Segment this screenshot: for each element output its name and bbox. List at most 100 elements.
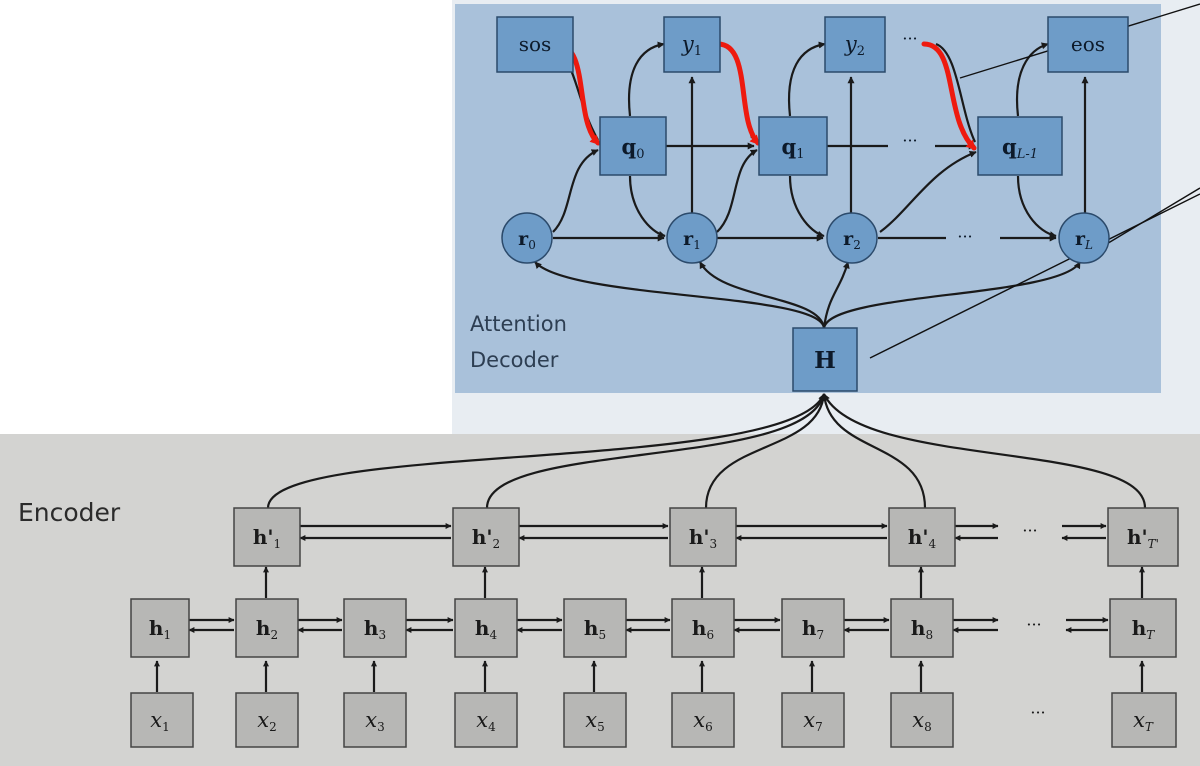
svg-text:x4: x4 [476, 708, 496, 734]
h-8-subscript: 8 [925, 628, 933, 642]
encoder-ellipsis-x: ··· [1030, 703, 1045, 722]
h-3-node: h3 [343, 598, 407, 658]
h-5-subscript: 5 [598, 628, 606, 642]
qL-1-node: qL-1 [977, 116, 1063, 176]
svg-text:r2: r2 [843, 228, 861, 252]
h-2-subscript: 2 [270, 628, 278, 642]
svg-text:hT: hT [1132, 616, 1156, 642]
y2-node: y2 [824, 16, 886, 73]
q0-label: q [622, 134, 637, 159]
h-T-node: hT [1109, 598, 1177, 658]
y2-subscript: 2 [857, 44, 865, 59]
hprime-3-label: h' [689, 525, 710, 549]
h-5-label: h [584, 616, 599, 640]
h-6-label: h [692, 616, 707, 640]
x-7-node: x7 [781, 692, 845, 748]
r2-label: r [843, 228, 854, 250]
h-4-label: h [475, 616, 490, 640]
x-T-node: xT [1111, 692, 1177, 748]
h-6-subscript: 6 [706, 628, 714, 642]
h-2-label: h [256, 616, 271, 640]
encoder-ellipsis-h: ··· [1026, 615, 1041, 634]
x-8-label: x [912, 708, 924, 732]
qL-1-subscript: L-1 [1016, 147, 1038, 162]
hprime-1-subscript: 1 [274, 537, 282, 551]
svg-text:h'4: h'4 [908, 525, 937, 551]
decoder-ellipsis-r: ··· [957, 227, 972, 246]
svg-text:h7: h7 [802, 616, 824, 642]
h-3-label: h [364, 616, 379, 640]
h-7-label: h [802, 616, 817, 640]
h-5-node: h5 [563, 598, 627, 658]
x-4-node: x4 [454, 692, 518, 748]
qL-1-label: q [1002, 134, 1017, 159]
h-7-subscript: 7 [816, 628, 824, 642]
h-T-label: h [1132, 616, 1147, 640]
r0-node: r0 [501, 212, 553, 264]
svg-text:h6: h6 [692, 616, 714, 642]
eos-node: eos [1047, 16, 1129, 73]
decoder-label-line1: Attention [470, 312, 567, 336]
x-6-node: x6 [671, 692, 735, 748]
svg-text:x3: x3 [365, 708, 384, 734]
eos-label: eos [1071, 32, 1105, 56]
x-8-subscript: 8 [924, 720, 932, 734]
hprime-1-label: h' [253, 525, 274, 549]
q0-subscript: 0 [636, 147, 644, 162]
x-4-subscript: 4 [488, 720, 496, 734]
svg-text:x1: x1 [150, 708, 169, 734]
sos-label: sos [519, 32, 552, 56]
y1-node: y1 [663, 16, 721, 73]
x-5-subscript: 5 [597, 720, 605, 734]
h-2-node: h2 [235, 598, 299, 658]
x-5-node: x5 [563, 692, 627, 748]
svg-text:q1: q1 [782, 134, 805, 162]
hprime-1-node: h'1 [233, 507, 301, 567]
q1-label: q [782, 134, 797, 159]
h-8-node: h8 [890, 598, 954, 658]
r0-subscript: 0 [528, 238, 536, 252]
x-4-label: x [476, 708, 488, 732]
svg-text:x8: x8 [912, 708, 931, 734]
x-8-node: x8 [890, 692, 954, 748]
svg-text:y2: y2 [844, 32, 865, 59]
r2-node: r2 [826, 212, 878, 264]
svg-text:h2: h2 [256, 616, 278, 642]
hprime-2-subscript: 2 [493, 537, 501, 551]
svg-text:h'2: h'2 [472, 525, 500, 551]
decoder-ellipsis-y: ··· [902, 29, 917, 48]
encoder-ellipsis-hprime: ··· [1022, 521, 1037, 540]
svg-text:y1: y1 [681, 32, 702, 59]
r1-node: r1 [666, 212, 718, 264]
svg-text:r0: r0 [518, 228, 536, 252]
svg-text:h5: h5 [584, 616, 606, 642]
x-2-label: x [257, 708, 269, 732]
x-T-label: x [1133, 708, 1145, 732]
H-label: H [814, 347, 836, 374]
hprime-4-subscript: 4 [929, 537, 937, 551]
h-8-label: h [911, 616, 926, 640]
hprime-T-subscript: T' [1148, 537, 1159, 551]
svg-text:h'T': h'T' [1127, 525, 1159, 551]
svg-text:h3: h3 [364, 616, 386, 642]
x-3-subscript: 3 [377, 720, 385, 734]
feedback-arrow-y2-to-qL [921, 41, 977, 151]
q0-node: q0 [599, 116, 667, 176]
svg-text:q0: q0 [622, 134, 645, 162]
callout-line-3 [869, 193, 1200, 359]
q1-node: q1 [758, 116, 828, 176]
hprime-T-node: h'T' [1107, 507, 1179, 567]
y1-subscript: 1 [694, 44, 702, 59]
r1-subscript: 1 [693, 238, 701, 252]
feedback-arrow-y1-to-q1 [715, 41, 761, 146]
x-6-label: x [693, 708, 705, 732]
svg-text:rL: rL [1075, 228, 1093, 252]
h-T-subscript: T [1146, 628, 1155, 642]
h-3-subscript: 3 [378, 628, 386, 642]
svg-text:x2: x2 [257, 708, 276, 734]
hprime-2-node: h'2 [452, 507, 520, 567]
svg-text:h'1: h'1 [253, 525, 281, 551]
x-2-subscript: 2 [269, 720, 277, 734]
x-1-subscript: 1 [162, 720, 170, 734]
